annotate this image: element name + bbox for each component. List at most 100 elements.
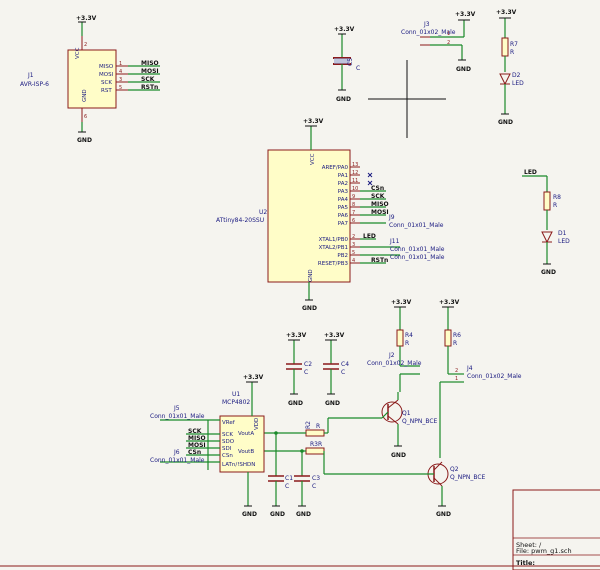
u1-vdd-pin: VDD: [254, 418, 260, 430]
capacitor-c1[interactable]: [268, 433, 284, 507]
r6-vcc-label: +3.3V: [439, 299, 460, 306]
isp-pin-num: 1: [119, 61, 122, 67]
q2-gnd-label: GND: [436, 511, 451, 518]
q1-ref: Q1: [402, 410, 411, 417]
j3-vcc-label: +3.3V: [455, 11, 476, 18]
r6-value: R: [453, 340, 457, 347]
isp-pin-rst: RST: [101, 88, 112, 94]
u1-pin-sdi: SDI: [222, 446, 232, 452]
net-label-led[interactable]: LED: [363, 233, 376, 240]
c1-ref: C1: [285, 475, 293, 482]
u2-ref: U2: [259, 209, 267, 216]
q1-gnd-label: GND: [391, 452, 406, 459]
j11-ref: J11: [389, 238, 400, 245]
mcu-pin-number: 7: [352, 210, 355, 216]
j3-pin1: 1: [447, 31, 450, 37]
u1-pin-vref: VRef: [222, 420, 236, 426]
mcu-pin-name: PA7: [338, 221, 349, 227]
net-label-miso[interactable]: MISO: [371, 201, 389, 208]
resistor-r4[interactable]: [394, 306, 406, 366]
transistor-q1[interactable]: [328, 392, 403, 447]
u2-value: ATtiny84-20SSU: [216, 217, 264, 224]
j4-value: Conn_01x02_Male: [467, 373, 522, 380]
isp-pin-num: 4: [119, 69, 122, 75]
j4-pin2: 2: [455, 368, 458, 374]
net-label-mosi[interactable]: MOSI: [141, 68, 159, 75]
dac-u1[interactable]: [219, 381, 265, 507]
net-label-miso[interactable]: MISO: [188, 435, 206, 442]
mcu-pin-name: PA5: [338, 205, 349, 211]
resistor-r2[interactable]: [264, 418, 329, 437]
net-label-csn[interactable]: CSn: [188, 449, 201, 456]
r7-ref: R7: [510, 41, 518, 48]
q2-value: Q_NPN_BCE: [450, 474, 486, 481]
isp-pin-mosi: MOSI: [99, 72, 114, 78]
connector-j2[interactable]: [399, 365, 420, 392]
led-d2[interactable]: [499, 73, 511, 115]
mcu-pin-name: RESET/PB3: [318, 261, 349, 267]
capacitor-c4[interactable]: [323, 339, 339, 395]
c5-gnd-label: GND: [336, 96, 351, 103]
isp-gnd-pin: GND: [82, 89, 88, 102]
mcu-pin-number: 5: [352, 250, 355, 256]
j4-pin1: 1: [455, 376, 458, 382]
mcu-wires: [360, 172, 400, 264]
mcu-pin-number: 3: [352, 242, 355, 248]
resistor-r6[interactable]: [442, 306, 454, 374]
capacitor-c2[interactable]: [286, 339, 302, 395]
j5-value: Conn_01x01_Male: [150, 413, 205, 420]
isp-connector[interactable]: [67, 22, 160, 132]
mcu-pin-number: 12: [352, 170, 358, 176]
isp-vcc-power-label: +3.3V: [76, 15, 97, 22]
net-label-led[interactable]: LED: [524, 169, 537, 176]
net-label-miso[interactable]: MISO: [141, 60, 159, 67]
q2-ref: Q2: [450, 466, 459, 473]
mcu-pin-number: 13: [352, 162, 358, 168]
net-label-mosi[interactable]: MOSI: [371, 209, 389, 216]
titleblock-title: Title:: [516, 559, 535, 567]
isp-gnd-power-label: GND: [77, 137, 92, 144]
j9-value: Conn_01x01_Male: [389, 222, 444, 229]
isp-pin-sck: SCK: [101, 80, 112, 86]
c2-gnd-label: GND: [288, 400, 303, 407]
net-label-sck[interactable]: SCK: [188, 428, 202, 435]
r8-value: R: [553, 202, 557, 209]
c5-ref: C5: [347, 58, 354, 66]
u1-pin-voutb: VoutB: [238, 449, 254, 455]
c4-vcc-label: +3.3V: [324, 332, 345, 339]
led-d1[interactable]: [541, 231, 553, 265]
r2-ref: R2: [305, 421, 312, 429]
net-label-mosi[interactable]: MOSI: [188, 442, 206, 449]
net-label-sck[interactable]: SCK: [371, 193, 385, 200]
isp-vcc-pin: VCC: [75, 47, 81, 59]
connector-j3[interactable]: [420, 19, 470, 61]
j5-ref: J5: [173, 405, 180, 412]
r8-ref: R8: [553, 194, 561, 201]
net-label-rstn[interactable]: RSTn: [141, 84, 158, 91]
connector-j4[interactable]: [439, 373, 464, 458]
u2-gnd-pin: GND: [308, 269, 314, 282]
net-label-rstn[interactable]: RSTn: [371, 257, 388, 264]
titleblock-file: File: pwm_g1.sch: [516, 547, 572, 555]
u1-ref: U1: [232, 391, 240, 398]
j3-pin2: 2: [447, 40, 450, 46]
d2-gnd-label: GND: [498, 119, 513, 126]
resistor-r3[interactable]: [264, 447, 325, 474]
j10-value: Conn_01x01_Male: [390, 254, 445, 261]
r3-value: R: [318, 441, 322, 448]
c4-ref: C4: [341, 361, 349, 368]
u2-vcc-label: +3.3V: [303, 118, 324, 125]
capacitor-c5[interactable]: [333, 33, 351, 91]
resistor-r8[interactable]: [522, 175, 551, 230]
capacitor-c3[interactable]: [294, 451, 310, 507]
transistor-q2[interactable]: [324, 461, 449, 507]
net-label-csn[interactable]: CSn: [371, 185, 384, 192]
resistor-r7[interactable]: [499, 17, 511, 72]
mcu-u2[interactable]: [267, 125, 351, 301]
net-label-sck[interactable]: SCK: [141, 76, 155, 83]
dac-input-wires: [160, 419, 220, 470]
d2-ref: D2: [512, 72, 521, 79]
